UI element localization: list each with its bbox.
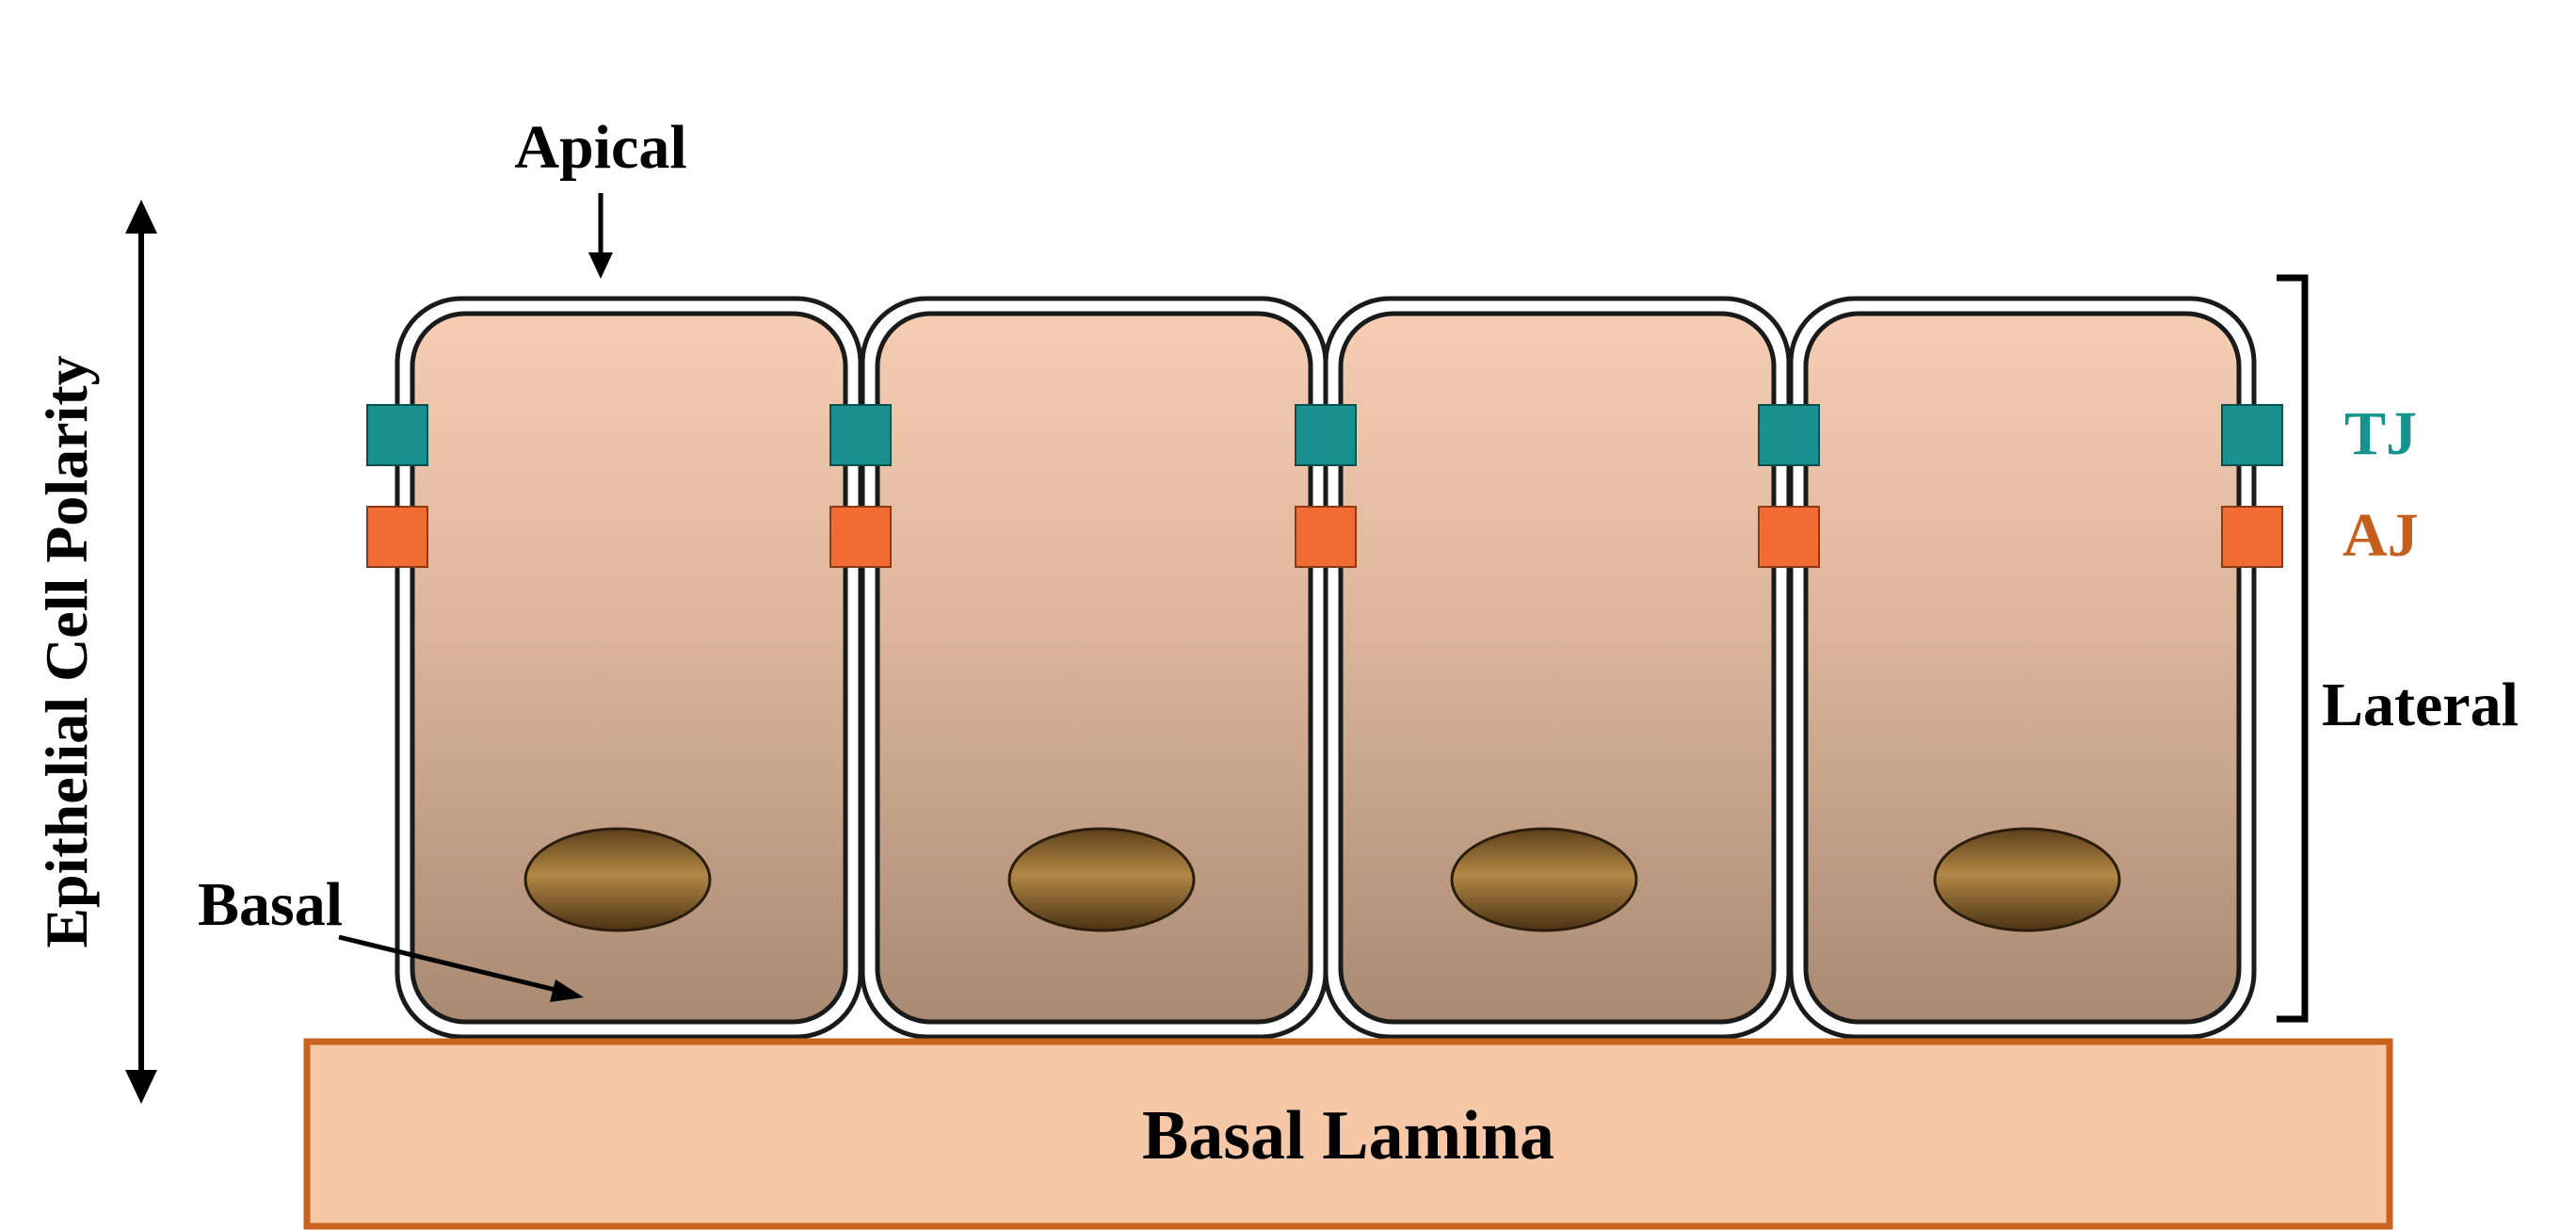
- nucleus: [1450, 827, 1638, 932]
- apical-label: Apical: [514, 113, 686, 182]
- tj-junction: [2221, 404, 2283, 466]
- basal-arrow: [338, 934, 584, 1002]
- nucleus: [1933, 827, 2121, 932]
- cell-3: [1323, 296, 1792, 1040]
- apical-arrow: [588, 193, 613, 279]
- polarity-arrow: [125, 200, 157, 1104]
- aj-junction: [366, 506, 428, 568]
- tj-label: TJ: [2344, 399, 2417, 468]
- basal-label: Basal: [198, 870, 343, 939]
- tj-junction: [1295, 404, 1357, 466]
- tight-junctions: [366, 404, 2283, 466]
- nucleus: [523, 827, 712, 932]
- basal-lamina-label: Basal Lamina: [1142, 1097, 1554, 1174]
- aj-junction: [2221, 506, 2283, 568]
- cell-1: [394, 296, 863, 1040]
- tj-junction: [1758, 404, 1820, 466]
- cell-4: [1788, 296, 2257, 1040]
- aj-label: AJ: [2343, 501, 2419, 570]
- tj-junction: [829, 404, 892, 466]
- cell-2: [860, 296, 1328, 1040]
- polarity-label: Epithelial Cell Polarity: [33, 355, 100, 947]
- adherens-junctions: [366, 506, 2283, 568]
- lateral-label: Lateral: [2322, 671, 2519, 739]
- lateral-bracket: [2277, 274, 2309, 1023]
- aj-junction: [1295, 506, 1357, 568]
- nucleus: [1007, 827, 1196, 932]
- aj-junction: [1758, 506, 1820, 568]
- aj-junction: [829, 506, 892, 568]
- basal-lamina: [303, 1038, 2393, 1230]
- tj-junction: [366, 404, 428, 466]
